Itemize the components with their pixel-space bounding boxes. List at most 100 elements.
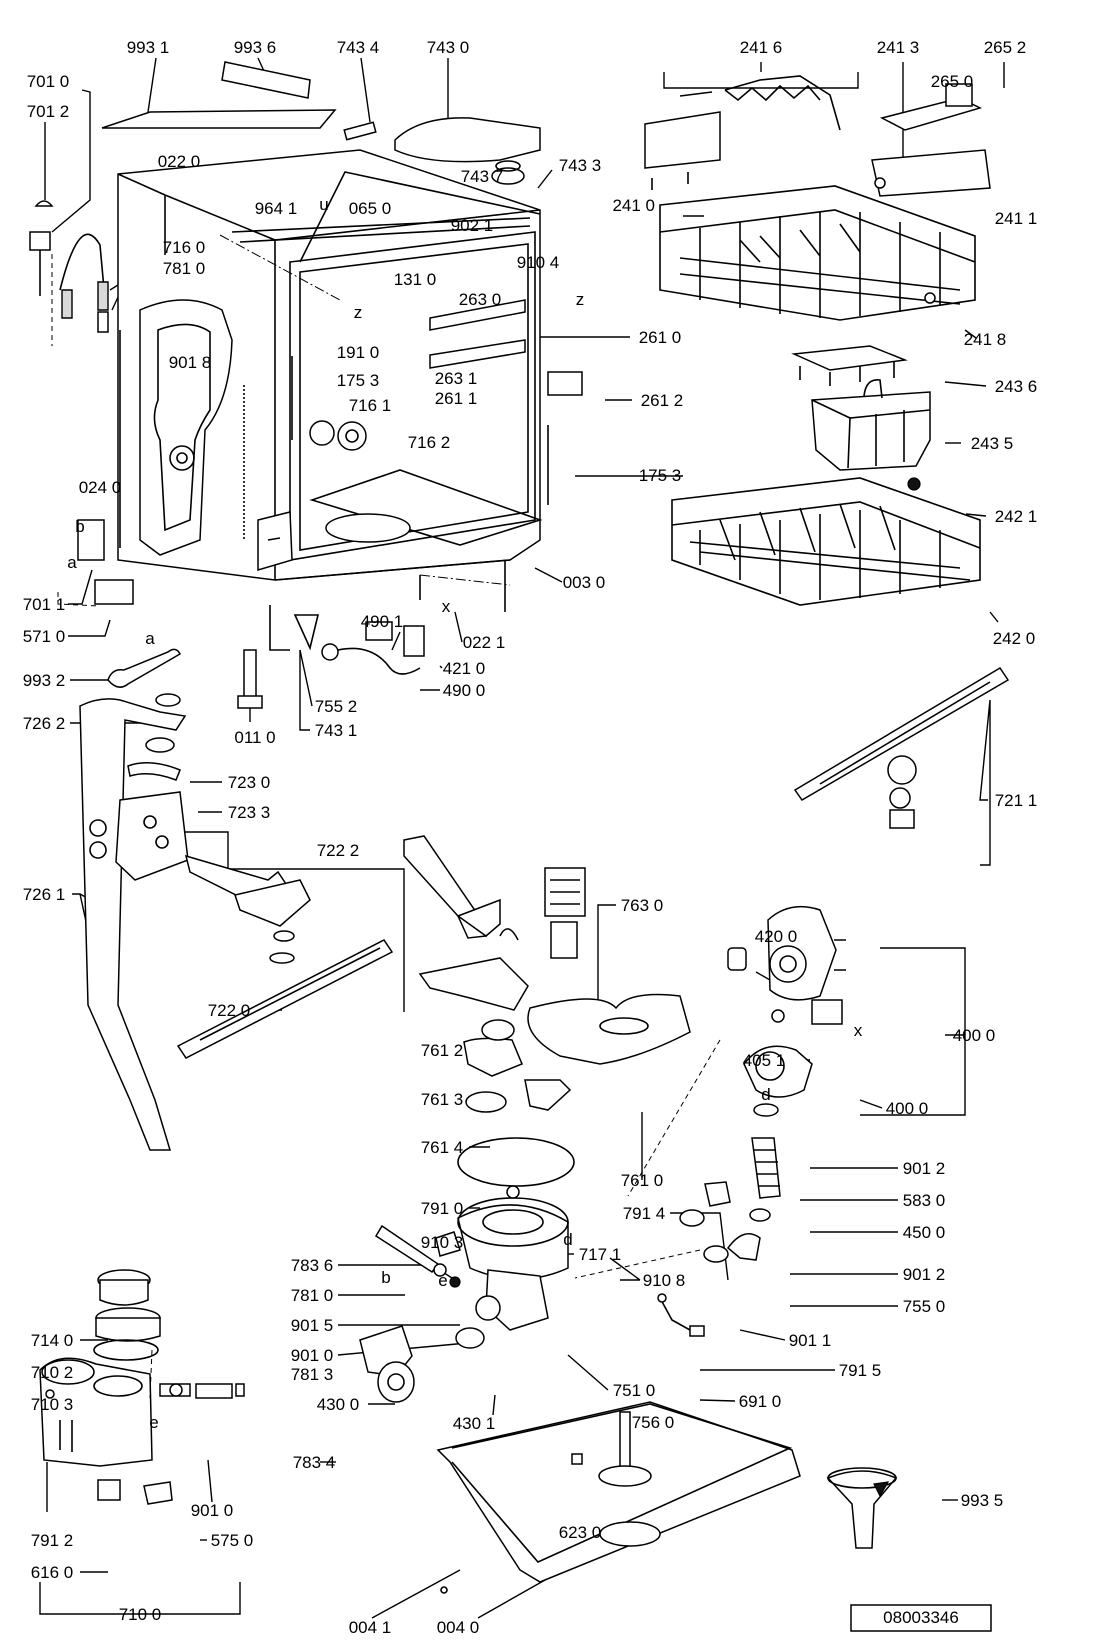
callout-label: 791 4 [623,1204,666,1223]
callout-label: 761 4 [421,1138,464,1157]
callout-label: 575 0 [211,1531,254,1550]
callout-label: 430 1 [453,1414,496,1433]
callout-label: 430 0 [317,1395,360,1414]
callout-label: d [563,1230,572,1249]
cutlery-basket [791,345,931,491]
callout-label: 022 1 [463,633,506,652]
callout-label: 755 2 [315,697,358,716]
callout-label: 241 8 [964,330,1007,349]
callout-label: 755 0 [903,1297,946,1316]
callout-label: 011 0 [234,728,275,747]
drain-hoses [657,1103,781,1337]
top-cover-strip [101,109,337,129]
callout-label: 717 1 [579,1245,622,1264]
callout-label: 743 1 [315,721,358,740]
callout-label: 993 2 [23,671,66,690]
callout-label: 761 0 [621,1171,664,1190]
callout-label: 714 0 [31,1331,74,1350]
callout-label: e [149,1413,158,1432]
callout-label: 781 0 [291,1286,334,1305]
callout-label: 241 3 [877,38,920,57]
upper-spray-arm [793,666,1010,829]
callout-label: b [381,1268,390,1287]
callout-label: 616 0 [31,1563,74,1582]
callout-label: 901 1 [789,1331,832,1350]
callout-label: 761 2 [421,1041,464,1060]
callout-label: x [442,597,451,616]
valve-571 [94,579,134,605]
callout-label: 743 7 [461,167,504,186]
callout-label: 450 0 [903,1223,946,1242]
callout-label: 241 1 [995,209,1038,228]
sump-assembly [455,1185,569,1349]
part-drawings [29,61,1010,1594]
callout-label: 261 1 [435,389,478,408]
callout-label: 721 1 [995,791,1038,810]
lower-spray-arm [176,854,394,1059]
callout-label: 783 6 [291,1256,334,1275]
funnel [826,1467,898,1549]
callout-label: 722 2 [317,841,360,860]
callout-label: 901 2 [903,1265,946,1284]
callout-label: a [67,553,77,572]
callout-label: 623 0 [559,1523,602,1542]
diagram-id: 08003346 [883,1608,959,1627]
callout-label: 964 1 [255,199,298,218]
callout-label: 405 1 [743,1051,786,1070]
callout-label: 400 0 [953,1026,996,1045]
callout-label: 901 8 [169,353,212,372]
callout-label: 701 2 [27,102,70,121]
callout-label: 791 2 [31,1531,74,1550]
upper-basket [644,75,991,321]
callout-label: 490 1 [361,612,404,631]
callout-label: 993 6 [234,38,277,57]
callout-label: 571 0 [23,627,66,646]
diagram-id-box [850,1604,992,1632]
salt-container [39,1269,245,1505]
callout-label: b [75,517,84,536]
callout-label: 400 0 [886,1099,929,1118]
bracket-701 [77,519,105,561]
callout-label: 743 3 [559,156,602,175]
gasket-ring [457,1137,575,1187]
callout-label: 710 2 [31,1363,74,1382]
callout-label: 004 0 [437,1618,480,1637]
callout-label: 241 6 [740,38,783,57]
callout-label: 701 1 [23,595,66,614]
callout-label: u [319,195,328,214]
callout-label: 004 1 [349,1618,392,1637]
spray-cover [394,117,541,163]
callout-label: 783 4 [293,1453,336,1472]
callout-label: 723 0 [228,773,271,792]
callout-label: 701 0 [27,72,70,91]
callout-label: 175 3 [337,371,380,390]
callout-label: 761 3 [421,1090,464,1109]
seal-ring [491,167,525,185]
callout-label: 131 0 [394,270,437,289]
callout-label: 242 1 [995,507,1038,526]
callout-label: 265 2 [984,38,1027,57]
callout-label: 716 1 [349,396,392,415]
hinge-pin [343,121,377,141]
callout-label: 243 5 [971,434,1014,453]
callout-label: 756 0 [632,1413,675,1432]
callout-label: 261 2 [641,391,684,410]
callout-label: 910 8 [643,1271,686,1290]
callout-label: 743 0 [427,38,470,57]
callout-label: 726 2 [23,714,66,733]
drain-pump [359,1325,415,1403]
callout-label: 901 0 [291,1346,334,1365]
callout-label: 781 0 [163,259,206,278]
callout-label: 716 2 [408,433,451,452]
callout-label: 901 0 [191,1501,234,1520]
callout-label: 243 6 [995,377,1038,396]
callout-label: 261 0 [639,328,682,347]
callout-label: 751 0 [613,1381,656,1400]
callout-label: 901 2 [903,1159,946,1178]
callout-label: 993 1 [127,38,170,57]
callout-label: 003 0 [563,573,606,592]
wash-motor [727,905,846,1098]
callout-label: d [761,1085,770,1104]
callout-labels: 993 1 993 6 743 4 743 0 241 6 241 3 265 … [23,38,1038,1637]
